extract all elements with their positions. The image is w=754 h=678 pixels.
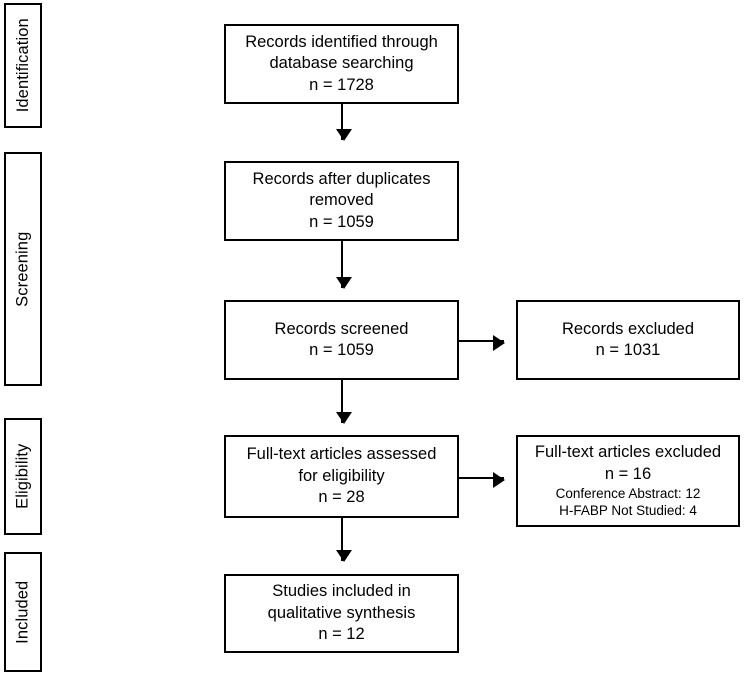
- arrow-fulltext-to-included: [335, 518, 352, 562]
- stage-label-screening-text: Screening: [13, 231, 32, 307]
- box-fulltext-excluded: Full-text articles excluded n = 16 Confe…: [516, 435, 740, 527]
- box-studies-included-line-1: Studies included in: [272, 582, 411, 601]
- stage-label-identification: Identification: [4, 3, 42, 128]
- stage-label-eligibility-text: Eligibility: [13, 443, 32, 510]
- box-fulltext-excluded-line-1: Full-text articles excluded: [534, 443, 722, 462]
- box-fulltext-assessed-line-2: for eligibility: [298, 466, 385, 485]
- box-fulltext-assessed-count: n = 28: [318, 488, 365, 507]
- arrow-identified-to-duplicates: [335, 104, 352, 141]
- box-records-identified-line-1: Records identified through: [245, 32, 438, 51]
- box-studies-included: Studies included in qualitative synthesi…: [224, 574, 459, 653]
- stage-label-included-text: Included: [13, 580, 32, 644]
- box-records-screened-line-1: Records screened: [274, 319, 409, 338]
- box-records-identified-line-2: database searching: [269, 54, 414, 73]
- box-records-screened-count: n = 1059: [309, 341, 374, 359]
- stage-label-identification-text: Identification: [13, 18, 32, 113]
- box-records-after-duplicates-count: n = 1059: [309, 212, 374, 231]
- box-studies-included-line-2: qualitative synthesis: [267, 603, 416, 622]
- box-fulltext-excluded-reason-1: Conference Abstract: 12: [555, 486, 701, 502]
- arrow-fulltext-to-excluded: [459, 471, 505, 488]
- box-records-after-duplicates-line-2: removed: [309, 191, 374, 210]
- box-records-after-duplicates: Records after duplicates removed n = 105…: [224, 161, 459, 241]
- box-fulltext-excluded-count: n = 16: [604, 464, 652, 483]
- arrow-screened-to-fulltext: [335, 380, 352, 424]
- box-records-identified-count: n = 1728: [309, 75, 374, 94]
- box-fulltext-assessed: Full-text articles assessed for eligibil…: [224, 435, 459, 518]
- box-records-after-duplicates-line-1: Records after duplicates: [252, 169, 431, 188]
- arrow-screened-to-excluded: [459, 334, 505, 351]
- box-fulltext-excluded-reason-2: H-FABP Not Studied: 4: [559, 503, 697, 519]
- box-records-excluded-line-1: Records excluded: [561, 319, 695, 338]
- box-records-excluded: Records excluded n = 1031: [516, 300, 740, 380]
- stage-label-included: Included: [4, 552, 42, 672]
- box-fulltext-assessed-line-1: Full-text articles assessed: [246, 445, 437, 464]
- box-studies-included-count: n = 12: [318, 625, 365, 644]
- box-records-excluded-count: n = 1031: [595, 341, 661, 359]
- box-records-identified: Records identified through database sear…: [224, 24, 459, 104]
- box-records-screened: Records screened n = 1059: [224, 300, 459, 380]
- arrow-duplicates-to-screened: [335, 241, 352, 289]
- stage-label-screening: Screening: [4, 152, 42, 386]
- stage-label-eligibility: Eligibility: [4, 418, 42, 535]
